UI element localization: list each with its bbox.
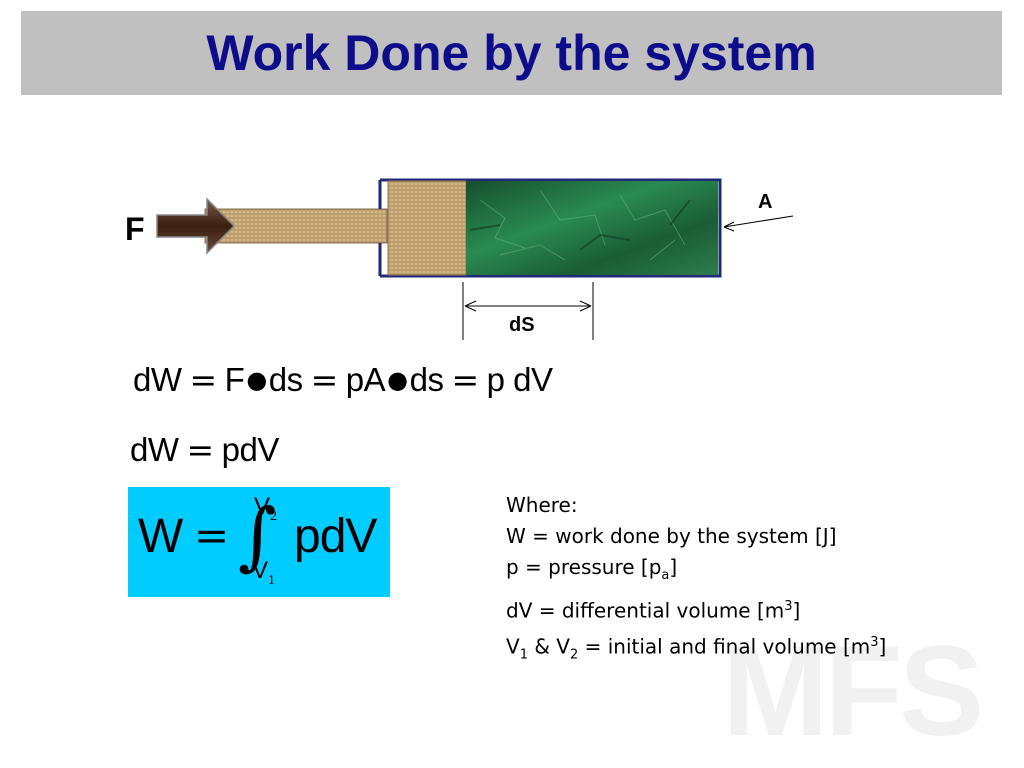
cylinder-wall	[380, 178, 722, 278]
variable-legend: Where: W = work done by the system [J] p…	[506, 490, 886, 670]
piston-head	[387, 180, 467, 276]
work-integral-box: W = ∫ V2 V1 pdV	[128, 487, 390, 597]
watermark-text: MFS	[722, 620, 984, 763]
work-equation-expanded: dW=F●ds=pA●ds=p dV	[133, 360, 553, 399]
piston-rod	[204, 208, 388, 244]
legend-item-volumes: V1 & V2 = initial and final volume [m3]	[506, 634, 887, 663]
legend-item-pressure: p = pressure [pa]	[506, 555, 678, 583]
integral-sign: ∫	[238, 493, 277, 579]
work-equation-differential: dW=pdV	[130, 430, 279, 469]
legend-heading: Where:	[506, 493, 578, 517]
area-label: A	[758, 191, 772, 213]
displacement-label: dS	[509, 314, 535, 336]
legend-item-volume-differential: dV = differential volume [m3]	[506, 598, 801, 623]
force-label: F	[125, 211, 145, 247]
area-pointer-line	[723, 215, 794, 228]
force-arrow	[156, 197, 236, 255]
upper-limit: V2	[254, 493, 278, 524]
gas-region	[466, 181, 718, 275]
legend-item-work: W = work done by the system [J]	[506, 524, 837, 548]
title-bar: Work Done by the system	[21, 11, 1002, 95]
lower-limit: V1	[252, 557, 276, 588]
slide-title: Work Done by the system	[206, 25, 817, 81]
